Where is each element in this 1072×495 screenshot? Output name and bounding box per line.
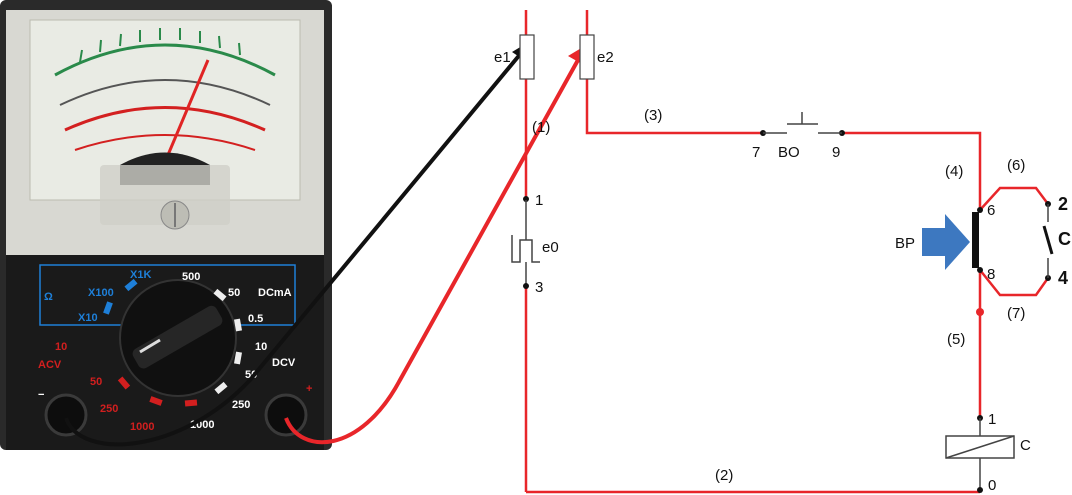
node-3-label: 3	[535, 279, 543, 296]
ohm-scale-arc	[54, 43, 276, 77]
node-6-label: 6	[987, 202, 995, 219]
multimeter: Ω X1K X100 X10 500 50 0.5 DCmA 10 50 250…	[0, 0, 332, 450]
coil-node-0-label: 0	[988, 477, 996, 494]
ac-scale-arc	[64, 106, 266, 132]
node-8-dot	[977, 267, 983, 273]
node-8-label: 8	[987, 266, 995, 283]
wire-6-label: (6)	[1007, 157, 1025, 174]
meter-needle	[163, 59, 210, 163]
node-6-dot	[977, 207, 983, 213]
ohm-scale-ticks	[79, 28, 241, 63]
e2-terminal[interactable]	[579, 34, 595, 80]
c-contact-blade	[1042, 225, 1054, 255]
coil-c-diagonal	[945, 435, 1015, 459]
wire-7	[979, 269, 1050, 297]
com-jack[interactable]	[44, 393, 88, 437]
wire-3-label: (3)	[644, 107, 662, 124]
wire-1-label: (1)	[532, 119, 550, 136]
vohm-jack[interactable]	[264, 393, 308, 437]
ohm-symbol: Ω	[44, 291, 53, 303]
wire-3-left	[585, 10, 763, 135]
wire-4-label: (4)	[945, 163, 963, 180]
db-scale-arc	[74, 134, 256, 151]
node-9-label: 9	[832, 144, 840, 161]
ohm-range-x1k: X1K	[130, 269, 151, 281]
acv-label: ACV	[38, 359, 62, 371]
knob-pointer	[139, 338, 161, 354]
node-3-dot	[523, 283, 529, 289]
ohm-range-x10: X10	[78, 312, 98, 324]
knob-ring-marks	[103, 278, 242, 407]
coil-c-label: C	[1020, 437, 1031, 454]
acv-range-50: 50	[90, 376, 102, 388]
node-1-label: 1	[535, 192, 543, 209]
wire-7-label: (7)	[1007, 305, 1025, 322]
node-7-label: 7	[752, 144, 760, 161]
wire-5-label: (5)	[947, 331, 965, 348]
com-minus-sign: −	[38, 389, 44, 401]
dcma-range-50: 50	[228, 287, 240, 299]
coil-node-1-label: 1	[988, 411, 996, 428]
vohm-plus-sign: +	[306, 383, 312, 395]
coil-node-0-dot	[977, 487, 983, 493]
bo-label: BO	[778, 144, 800, 161]
wire-5-junction-dot	[976, 308, 984, 316]
dcv-range-10: 10	[255, 341, 267, 353]
e1-label: e1	[494, 49, 511, 66]
node-2-label: 2	[1058, 194, 1068, 214]
dcv-range-250: 250	[232, 399, 250, 411]
dc-scale-arc	[59, 79, 271, 106]
bp-label: BP	[895, 235, 915, 252]
dcma-label: DCmA	[258, 287, 292, 299]
wire-4	[842, 131, 982, 210]
e0-switch-symbol	[511, 235, 540, 263]
wire-6	[979, 186, 1049, 211]
wire-2-label: (2)	[715, 467, 733, 484]
bp-switch-bar[interactable]	[972, 212, 979, 268]
circuit-wires	[524, 10, 1050, 494]
acv-range-1000: 1000	[130, 421, 154, 433]
red-probe-lead	[284, 59, 580, 445]
e1-terminal[interactable]	[519, 34, 535, 80]
c-contact-label: C	[1058, 229, 1071, 249]
e0-label: e0	[542, 239, 559, 256]
dcv-label: DCV	[272, 357, 296, 369]
acv-range-10: 10	[55, 341, 67, 353]
dcma-range-500: 500	[182, 271, 200, 283]
knob-grip	[132, 305, 223, 369]
acv-range-250: 250	[100, 403, 118, 415]
node-1-dot	[523, 196, 529, 202]
zero-adjust-housing	[100, 165, 230, 225]
e2-label: e2	[597, 49, 614, 66]
node-4-label: 4	[1058, 268, 1068, 288]
dcma-range-0-5: 0.5	[248, 313, 263, 325]
bp-arrow-icon	[922, 214, 970, 270]
ohm-range-x100: X100	[88, 287, 114, 299]
black-probe-lead	[64, 50, 524, 447]
